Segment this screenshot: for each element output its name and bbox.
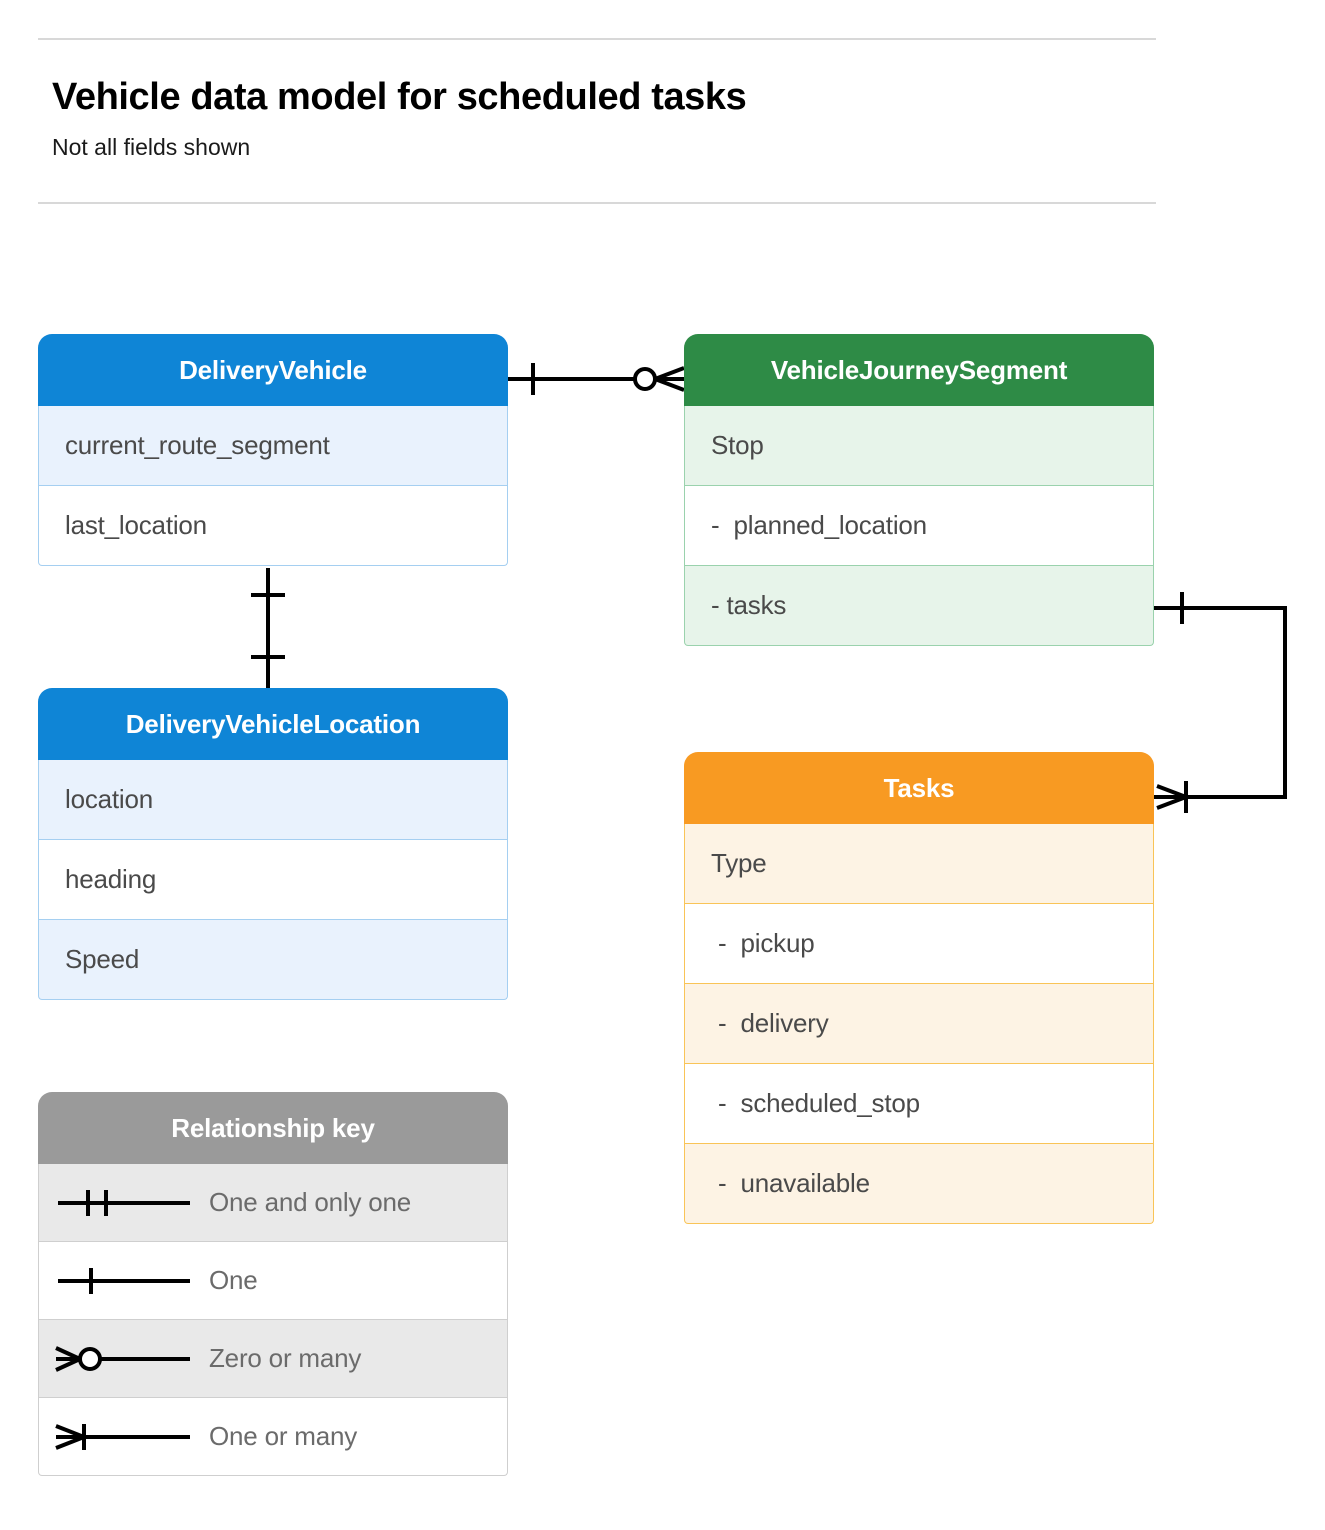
- entity-field-row: location: [38, 760, 508, 840]
- entity-field-row: - tasks: [684, 566, 1154, 646]
- one-and-only-one-icon: [39, 1183, 209, 1223]
- page-title: Vehicle data model for scheduled tasks: [52, 76, 747, 118]
- entity-field-row: Stop: [684, 406, 1154, 486]
- entity-header-vehicle-journey-segment: VehicleJourneySegment: [684, 334, 1154, 406]
- entity-field-row: last_location: [38, 486, 508, 566]
- connector-journey-segment-tasks-to-tasks: [1154, 592, 1287, 813]
- entity-field-row: - pickup: [684, 904, 1154, 984]
- legend-title: Relationship key: [38, 1092, 508, 1164]
- legend-item-one-or-many: One or many: [38, 1398, 508, 1476]
- entity-header-tasks: Tasks: [684, 752, 1154, 824]
- legend-item-label: One or many: [209, 1421, 358, 1451]
- entity-field-row: - unavailable: [684, 1144, 1154, 1224]
- entity-delivery-vehicle-location[interactable]: DeliveryVehicleLocation location heading…: [38, 688, 508, 1000]
- legend-item-one-and-only-one: One and only one: [38, 1164, 508, 1242]
- entity-field-row: Speed: [38, 920, 508, 1000]
- header-rule-bottom: [38, 202, 1156, 204]
- entity-header-delivery-vehicle: DeliveryVehicle: [38, 334, 508, 406]
- legend-rows: One and only one One Zero: [38, 1164, 508, 1476]
- legend-item-one: One: [38, 1242, 508, 1320]
- page-subtitle: Not all fields shown: [52, 134, 251, 160]
- entity-field-row: - planned_location: [684, 486, 1154, 566]
- legend-item-label: One: [209, 1265, 258, 1295]
- entity-header-delivery-vehicle-location: DeliveryVehicleLocation: [38, 688, 508, 760]
- connector-vehicle-to-vehicle-location: [251, 568, 285, 688]
- entity-fields-delivery-vehicle: current_route_segment last_location: [38, 406, 508, 566]
- zero-or-many-icon: [39, 1339, 209, 1379]
- entity-field-row: - delivery: [684, 984, 1154, 1064]
- entity-delivery-vehicle[interactable]: DeliveryVehicle current_route_segment la…: [38, 334, 508, 566]
- one-or-many-icon: [39, 1417, 209, 1457]
- header-rule-top: [38, 38, 1156, 40]
- relationship-key-legend: Relationship key One and only one One: [38, 1092, 508, 1476]
- entity-field-row: - scheduled_stop: [684, 1064, 1154, 1144]
- legend-item-label: One and only one: [209, 1187, 412, 1217]
- entity-tasks[interactable]: Tasks Type - pickup - delivery - schedul…: [684, 752, 1154, 1224]
- legend-item-zero-or-many: Zero or many: [38, 1320, 508, 1398]
- connector-vehicle-to-journey-segment: [508, 363, 685, 395]
- entity-field-row: current_route_segment: [38, 406, 508, 486]
- entity-fields-vehicle-journey-segment: Stop - planned_location - tasks: [684, 406, 1154, 646]
- entity-field-row: Type: [684, 824, 1154, 904]
- entity-field-row: heading: [38, 840, 508, 920]
- entity-vehicle-journey-segment[interactable]: VehicleJourneySegment Stop - planned_loc…: [684, 334, 1154, 646]
- entity-fields-tasks: Type - pickup - delivery - scheduled_sto…: [684, 824, 1154, 1224]
- legend-item-label: Zero or many: [209, 1343, 362, 1373]
- entity-fields-delivery-vehicle-location: location heading Speed: [38, 760, 508, 1000]
- one-icon: [39, 1261, 209, 1301]
